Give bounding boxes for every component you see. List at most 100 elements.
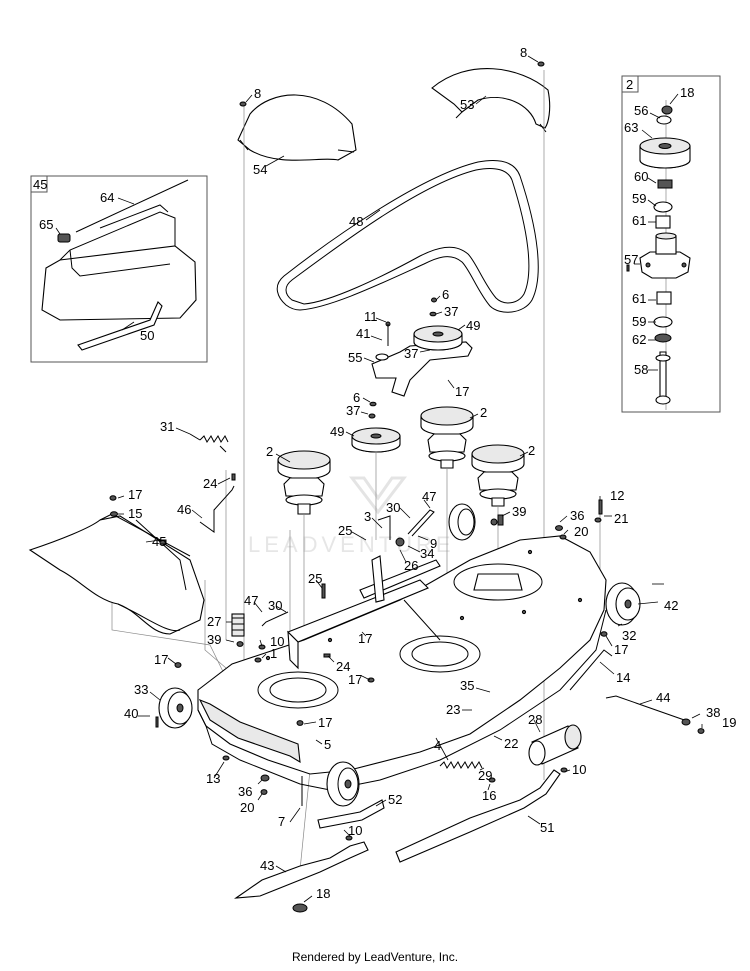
spring-27-part (231, 613, 245, 637)
callout-28: 28 (528, 712, 542, 727)
callout-4: 4 (434, 738, 441, 753)
callout-43: 43 (260, 858, 274, 873)
callout-14: 14 (616, 670, 630, 685)
callout-47: 47 (422, 489, 436, 504)
fasteners (109, 61, 705, 913)
callout-16: 16 (482, 788, 496, 803)
callout-39: 39 (207, 632, 221, 647)
callout-40: 40 (124, 706, 138, 721)
deck-frame-channel-part (287, 555, 441, 670)
rod-14-part (569, 649, 613, 691)
rod-47b-part (261, 611, 289, 627)
callout-3: 3 (364, 509, 371, 524)
callout-61: 61 (632, 213, 646, 228)
callout-2: 2 (480, 405, 487, 420)
callout-41: 41 (356, 326, 370, 341)
callout-54: 54 (253, 162, 267, 177)
callout-33: 33 (134, 682, 148, 697)
callout-6: 6 (353, 390, 360, 405)
callout-17: 17 (358, 631, 372, 646)
callout-27: 27 (207, 614, 221, 629)
callout-19: 19 (722, 715, 736, 730)
callout-60: 60 (634, 169, 648, 184)
callout-37: 37 (444, 304, 458, 319)
rear-wheel-part (448, 503, 476, 541)
callout-24: 24 (203, 476, 217, 491)
mower-deck-housing-part (197, 535, 607, 791)
callout-17: 17 (154, 652, 168, 667)
callout-64: 64 (100, 190, 114, 205)
callout-17: 17 (614, 642, 628, 657)
spring-part (57, 233, 71, 243)
callout-7: 7 (278, 814, 285, 829)
callout-10: 10 (572, 762, 586, 777)
callout-46: 46 (177, 502, 191, 517)
rod-47-part (407, 509, 435, 537)
roller-28-part (528, 724, 582, 766)
idler-pulley-49-part (351, 427, 401, 453)
callout-15: 15 (128, 506, 142, 521)
bracket-51-part (395, 769, 561, 863)
callout-31: 31 (160, 419, 174, 434)
callout-17: 17 (128, 487, 142, 502)
front-wheel-part (326, 761, 360, 807)
discharge-chute-45-part (28, 513, 205, 635)
blade-43-part (233, 841, 369, 899)
inset-label-2: 2 (626, 77, 633, 92)
callout-8: 8 (520, 45, 527, 60)
callout-12: 12 (610, 488, 624, 503)
callout-13: 13 (206, 771, 220, 786)
callout-34: 34 (420, 546, 434, 561)
spindle-housing-part (639, 232, 691, 279)
callout-58: 58 (634, 362, 648, 377)
callout-18: 18 (680, 85, 694, 100)
callout-25: 25 (308, 571, 322, 586)
rod-46-part (199, 485, 235, 533)
svg-text:LEADVENTURE: LEADVENTURE (248, 532, 455, 557)
callout-2: 2 (266, 444, 273, 459)
callout-32: 32 (622, 628, 636, 643)
callout-50: 50 (140, 328, 154, 343)
callout-47: 47 (244, 593, 258, 608)
callout-65: 65 (39, 217, 53, 232)
callout-30: 30 (386, 500, 400, 515)
render-credit-footer: Rendered by LeadVenture, Inc. (291, 950, 459, 964)
callout-8: 8 (254, 86, 261, 101)
callout-11: 11 (364, 309, 378, 324)
spindle-2-middle-part (420, 406, 474, 469)
callout-22: 22 (504, 736, 518, 751)
callout-35: 35 (460, 678, 474, 693)
callout-24: 24 (336, 659, 350, 674)
idler-bracket-part (371, 321, 473, 397)
callout-18: 18 (316, 886, 330, 901)
bracket-part (77, 301, 163, 351)
callout-1: 1 (270, 646, 277, 661)
belt-cover-right-part (431, 68, 551, 129)
callout-49: 49 (330, 424, 344, 439)
callout-17: 17 (318, 715, 332, 730)
callout-53: 53 (460, 97, 474, 112)
pulley-part (639, 137, 691, 169)
watermark: LEADVENTURE (248, 476, 455, 557)
callout-45: 45 (152, 534, 166, 549)
callout-9: 9 (430, 536, 437, 551)
callout-48: 48 (349, 214, 363, 229)
callout-2: 2 (528, 443, 535, 458)
callout-39: 39 (512, 504, 526, 519)
bracket-52-part (317, 799, 385, 829)
callout-37: 37 (404, 346, 418, 361)
assembly-reference-lines (111, 70, 601, 871)
callout-59: 59 (632, 191, 646, 206)
callout-leader-lines (55, 55, 703, 903)
inset-box-45: 45 (30, 175, 208, 363)
gauge-wheel-33-part (158, 687, 193, 729)
callout-59: 59 (632, 314, 646, 329)
callout-20: 20 (240, 800, 254, 815)
callout-17: 17 (455, 384, 469, 399)
callout-23: 23 (446, 702, 460, 717)
drive-belt-part (276, 160, 539, 313)
spring-31-part (189, 433, 229, 453)
callout-5: 5 (324, 737, 331, 752)
callout-57: 57 (624, 252, 638, 267)
